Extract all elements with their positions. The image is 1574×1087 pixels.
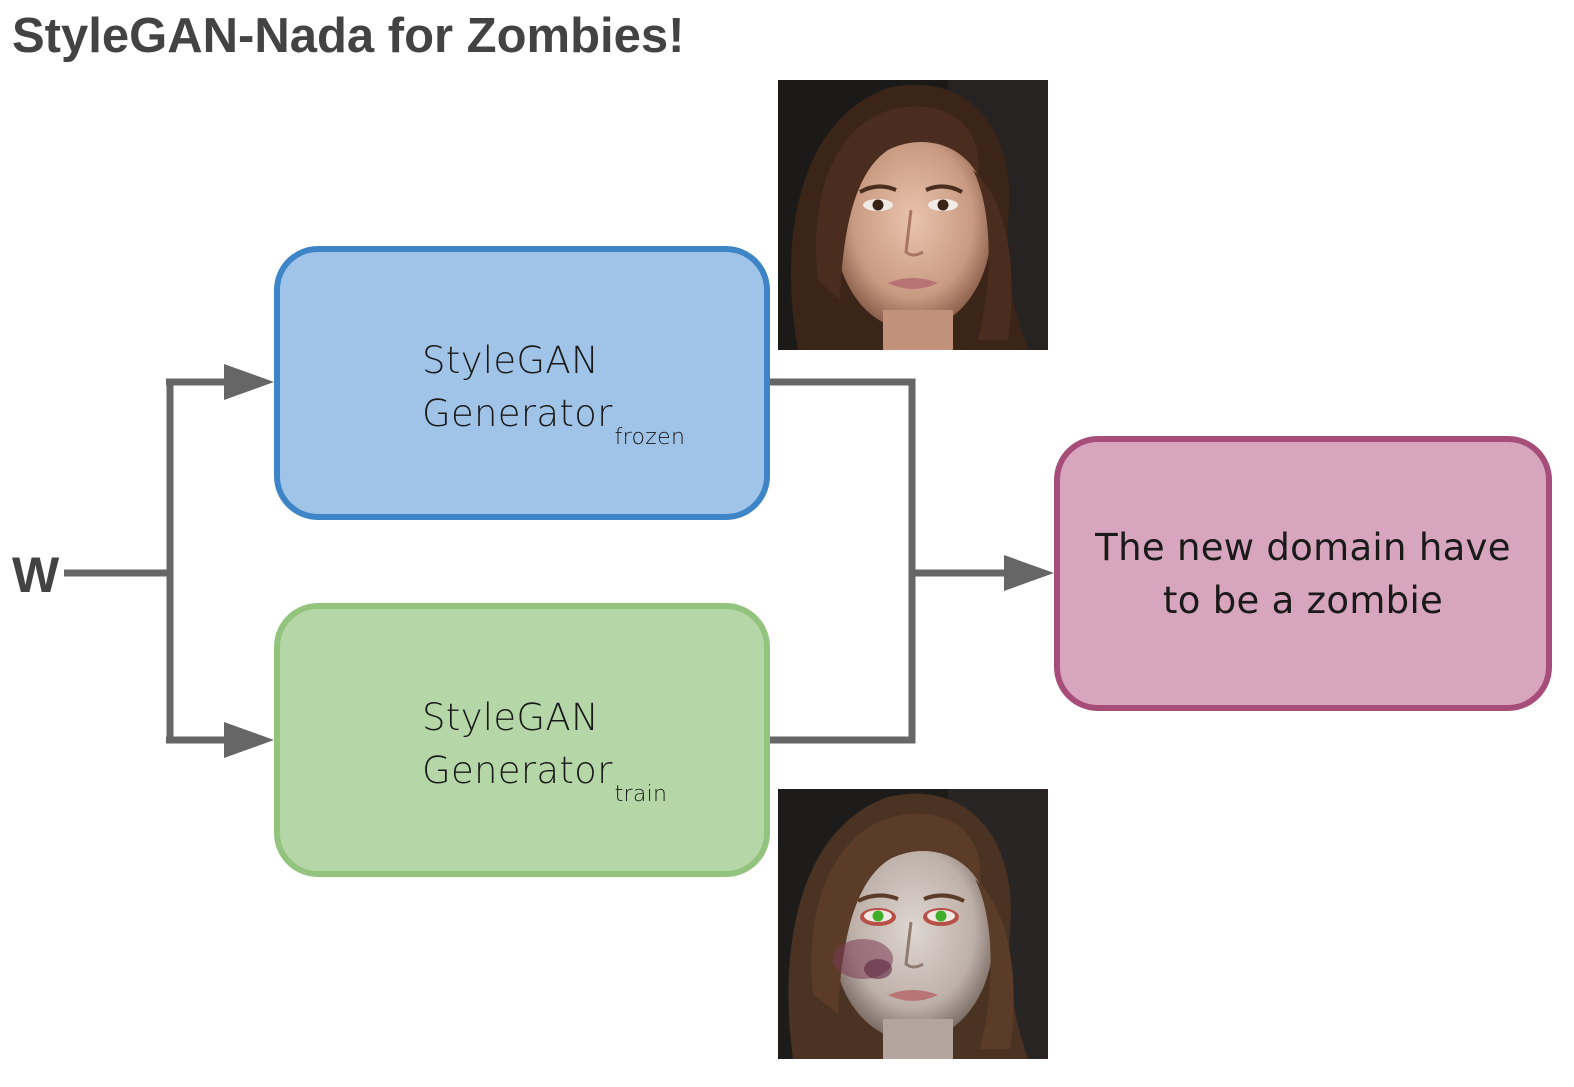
generator-train-line2: Generator xyxy=(422,749,613,792)
frozen-output-image xyxy=(778,80,1048,350)
generator-train-subscript: train xyxy=(614,782,668,807)
train-output-image xyxy=(778,789,1048,1059)
generator-frozen-line1: StyleGAN xyxy=(422,339,599,382)
train-output-line xyxy=(770,570,916,744)
arrowhead-domain xyxy=(1004,555,1054,591)
frozen-output-line xyxy=(770,378,916,575)
target-domain-text: The new domain have to be a zombie xyxy=(1095,525,1511,622)
input-w-label: W xyxy=(12,547,60,603)
generator-train-label: StyleGAN Generatortrain xyxy=(422,691,667,807)
target-domain-box: The new domain have to be a zombie xyxy=(1054,436,1552,711)
generator-frozen-subscript: frozen xyxy=(614,425,686,450)
generator-frozen-label: StyleGAN Generatorfrozen xyxy=(422,334,685,450)
arrowhead-train xyxy=(224,722,274,758)
generator-train-box: StyleGAN Generatortrain xyxy=(274,603,770,877)
generator-frozen-box: StyleGAN Generatorfrozen xyxy=(274,246,770,520)
generator-train-line1: StyleGAN xyxy=(422,696,599,739)
diagram-title: StyleGAN-Nada for Zombies! xyxy=(12,9,685,63)
generator-frozen-line2: Generator xyxy=(422,392,613,435)
arrowhead-frozen xyxy=(224,364,274,400)
